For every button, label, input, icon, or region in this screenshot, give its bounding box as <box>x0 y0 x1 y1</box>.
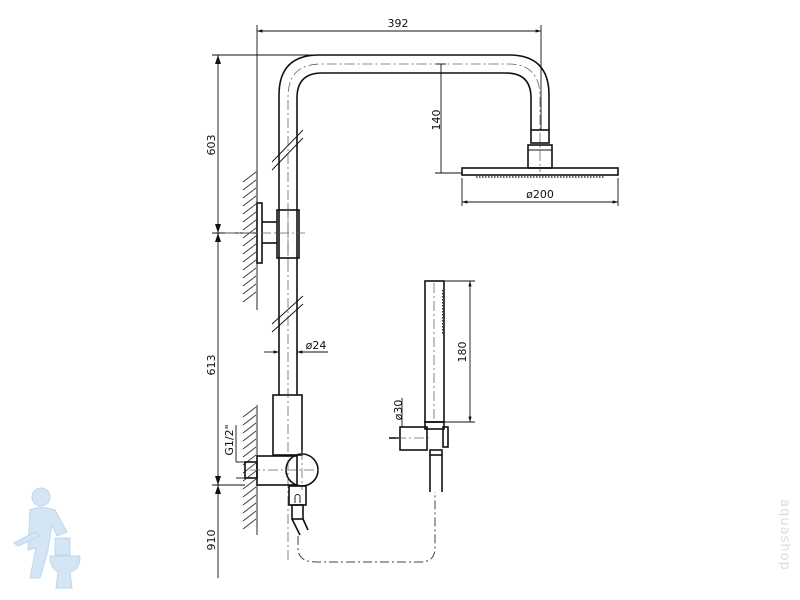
hatch-stroke <box>242 187 257 199</box>
hatch-stroke <box>242 275 257 287</box>
hatch-stroke <box>242 518 257 530</box>
hatch-stroke <box>242 243 257 255</box>
dimension-hand-shower-length: 180 <box>445 280 475 423</box>
dimension-height-chain <box>212 54 318 578</box>
overhead-shower-head <box>461 129 619 178</box>
hatch-stroke <box>242 179 257 191</box>
hatch-stroke <box>242 486 257 498</box>
dim-label-140: 140 <box>430 110 443 131</box>
hatch-stroke <box>242 291 257 303</box>
hatch-stroke <box>242 406 257 418</box>
dim-label-613: 613 <box>205 355 218 376</box>
dimension-width <box>256 25 542 240</box>
dimension-hand-shower-diameter: ø30 <box>392 398 405 427</box>
hatch-stroke <box>242 438 257 450</box>
wall-hatch-upper <box>242 171 257 303</box>
hatch-stroke <box>242 259 257 271</box>
hatch-stroke <box>242 430 257 442</box>
hatch-stroke <box>242 470 257 482</box>
hatch-stroke <box>242 171 257 183</box>
dim-label-30: ø30 <box>392 400 405 421</box>
hatch-stroke <box>242 283 257 295</box>
hatch-stroke <box>242 414 257 426</box>
thermostatic-mixer <box>236 394 322 536</box>
dimension-head-diameter <box>461 178 619 206</box>
dim-label-g12: G1/2" <box>223 424 236 455</box>
dimension-head-drop: 140 <box>430 63 462 174</box>
shower-hose <box>297 492 436 563</box>
wall-bracket <box>225 202 305 264</box>
dim-label-180: 180 <box>456 342 469 363</box>
shower-riser-pipe <box>271 54 550 560</box>
hatch-stroke <box>242 502 257 514</box>
hatch-stroke <box>242 422 257 434</box>
hatch-stroke <box>242 251 257 263</box>
hatch-stroke <box>242 195 257 207</box>
hatch-stroke <box>242 235 257 247</box>
plumber-logo-icon <box>13 487 81 589</box>
hatch-stroke <box>242 203 257 215</box>
hatch-stroke <box>242 478 257 490</box>
dim-label-392: 392 <box>388 17 409 30</box>
dim-label-910: 910 <box>205 530 218 551</box>
hatch-stroke <box>242 267 257 279</box>
hatch-stroke <box>242 219 257 231</box>
dimension-inlet-thread: G1/2" <box>223 424 237 462</box>
hatch-stroke <box>242 211 257 223</box>
hatch-stroke <box>242 494 257 506</box>
hand-shower <box>389 280 449 492</box>
dim-label-24: ø24 <box>306 339 327 352</box>
dim-label-200: ø200 <box>526 188 554 201</box>
dim-label-603: 603 <box>205 135 218 156</box>
hatch-stroke <box>242 446 257 458</box>
hatch-stroke <box>242 510 257 522</box>
watermark-text: aquashop <box>777 499 792 571</box>
